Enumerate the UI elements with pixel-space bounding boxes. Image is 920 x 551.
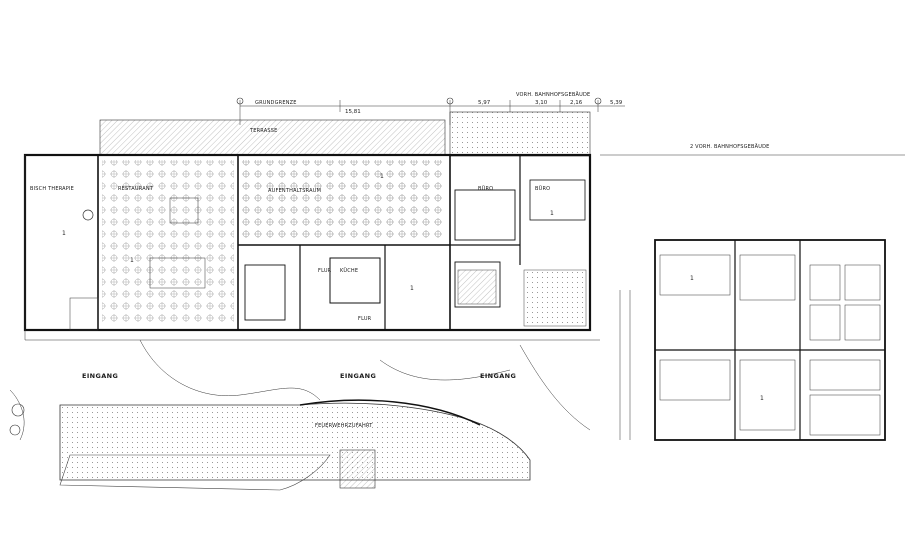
room-bueros: BÜRO BÜRO 1 bbox=[457, 185, 587, 327]
label-aufenthaltsraum: AUFENTHALTSRAUM bbox=[268, 188, 321, 194]
dim-d5: 5,39 bbox=[610, 100, 623, 106]
room-therapie: BISCH THERAPIE 1 bbox=[30, 186, 99, 331]
label-kueche: KÜCHE bbox=[340, 267, 358, 274]
room-number-kueche: 1 bbox=[410, 285, 414, 292]
label-feuerwehrzufahrt: FEUERWEHRZUFAHRT bbox=[315, 423, 373, 429]
dim-d1: 15,81 bbox=[345, 109, 361, 115]
room-number-buero: 1 bbox=[550, 210, 554, 217]
room-number-restaurant: 1 bbox=[130, 257, 134, 264]
label-restaurant: RESTAURANT bbox=[118, 186, 154, 192]
room-aufenthaltsraum: AUFENTHALTSRAUM 1 bbox=[242, 160, 446, 242]
dim-d3: 3,10 bbox=[535, 100, 548, 106]
label-terrasse: TERRASSE bbox=[249, 128, 278, 134]
label-eingang-3: EINGANG bbox=[480, 372, 516, 380]
top-dimension-line: GRUNDGRENZE 15,81 5,97 3,10 2,16 5,39 VO… bbox=[239, 91, 625, 125]
room-restaurant: RESTAURANT 1 bbox=[102, 160, 234, 326]
terrace-area: TERRASSE bbox=[99, 111, 591, 157]
label-vorh-bebauung: VORH. BAHNHOFSGEBÄUDE bbox=[516, 91, 590, 98]
entrance-zone: EINGANG EINGANG EINGANG bbox=[25, 339, 600, 431]
label-buero-2: BÜRO bbox=[535, 185, 550, 192]
label-therapie: BISCH THERAPIE bbox=[30, 186, 74, 192]
existing-building: 2 VORH. BAHNHOFSGEBÄUDE 1 1 bbox=[600, 143, 905, 441]
label-flur-2: FLUR bbox=[358, 316, 372, 322]
label-flur-1: FLUR bbox=[318, 268, 332, 274]
label-eingang-2: EINGANG bbox=[340, 372, 376, 380]
axis-markers bbox=[24, 97, 602, 340]
label-eingang-1: EINGANG bbox=[82, 372, 118, 380]
room-number-existing-2: 1 bbox=[760, 395, 764, 402]
main-building-walls bbox=[23, 153, 592, 332]
room-number-existing-1: 1 bbox=[690, 275, 694, 282]
landscape-sketch bbox=[9, 389, 331, 491]
dim-d4: 2,16 bbox=[570, 100, 583, 106]
label-grundgrenze: GRUNDGRENZE bbox=[255, 100, 297, 106]
fire-access-road: FEUERWEHRZUFAHRT bbox=[59, 399, 531, 489]
label-vorh-bebauung-2: 2 VORH. BAHNHOFSGEBÄUDE bbox=[690, 143, 770, 150]
dim-d2: 5,97 bbox=[478, 100, 491, 106]
room-kueche: KÜCHE FLUR FLUR 1 bbox=[318, 267, 414, 322]
label-buero-1: BÜRO bbox=[478, 185, 493, 192]
room-number-aufenthalt: 1 bbox=[380, 173, 384, 180]
room-number-therapie: 1 bbox=[62, 230, 66, 237]
